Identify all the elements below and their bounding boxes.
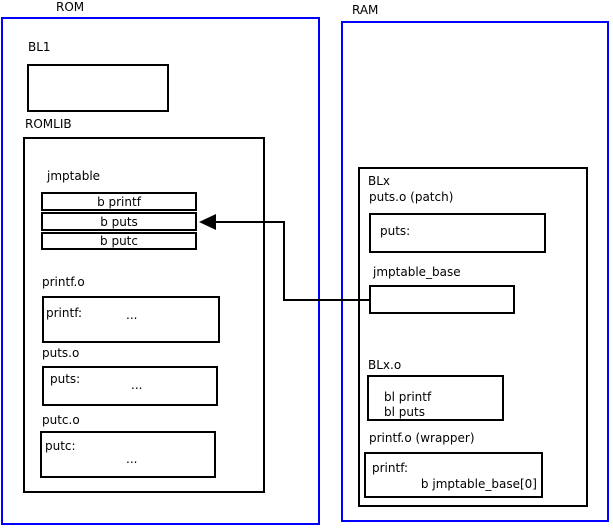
jmptable-entry-printf: b printf [41, 192, 197, 211]
blx-o-box: bl printf bl puts [367, 375, 504, 421]
putc-ellipsis: ... [126, 452, 138, 466]
printf-o-label: printf.o [42, 275, 85, 289]
blx-o-line-bl-printf: bl printf [384, 390, 432, 404]
puts-o-label: puts.o [42, 346, 80, 360]
putc-o-box: putc: ... [40, 431, 216, 478]
printf-symbol: printf: [46, 306, 83, 320]
bl1-box [27, 64, 169, 112]
blx-label: BLx [368, 174, 391, 188]
putc-symbol: putc: [45, 439, 76, 453]
puts-o-box: puts: ... [42, 366, 218, 406]
puts-symbol: puts: [50, 372, 81, 386]
printf-ellipsis: ... [126, 308, 138, 322]
jmptable-base-box [369, 285, 515, 314]
jmptable-label: jmptable [47, 169, 101, 183]
putc-o-label: putc.o [42, 413, 80, 427]
rom-label: ROM [56, 0, 85, 14]
puts-patch-box: puts: [369, 213, 546, 253]
printf-wrapper-box: printf: b jmptable_base[0] [364, 452, 543, 498]
puts-patch-symbol: puts: [380, 224, 411, 238]
puts-ellipsis: ... [131, 378, 143, 392]
ram-label: RAM [352, 3, 379, 17]
printf-o-box: printf: ... [42, 296, 220, 343]
jmptable-entry-puts: b puts [41, 212, 197, 231]
printf-wrapper-symbol: printf: [372, 461, 409, 475]
romlib-label: ROMLIB [25, 117, 72, 131]
printf-wrapper-label: printf.o (wrapper) [369, 431, 475, 445]
jmptable-base-label: jmptable_base [373, 265, 461, 279]
printf-wrapper-branch: b jmptable_base[0] [420, 477, 537, 491]
bl1-label: BL1 [28, 40, 51, 54]
blx-o-label: BLx.o [368, 358, 402, 372]
puts-patch-label: puts.o (patch) [369, 190, 454, 204]
jmptable-entry-putc: b putc [41, 232, 197, 250]
blx-o-line-bl-puts: bl puts [384, 405, 425, 419]
